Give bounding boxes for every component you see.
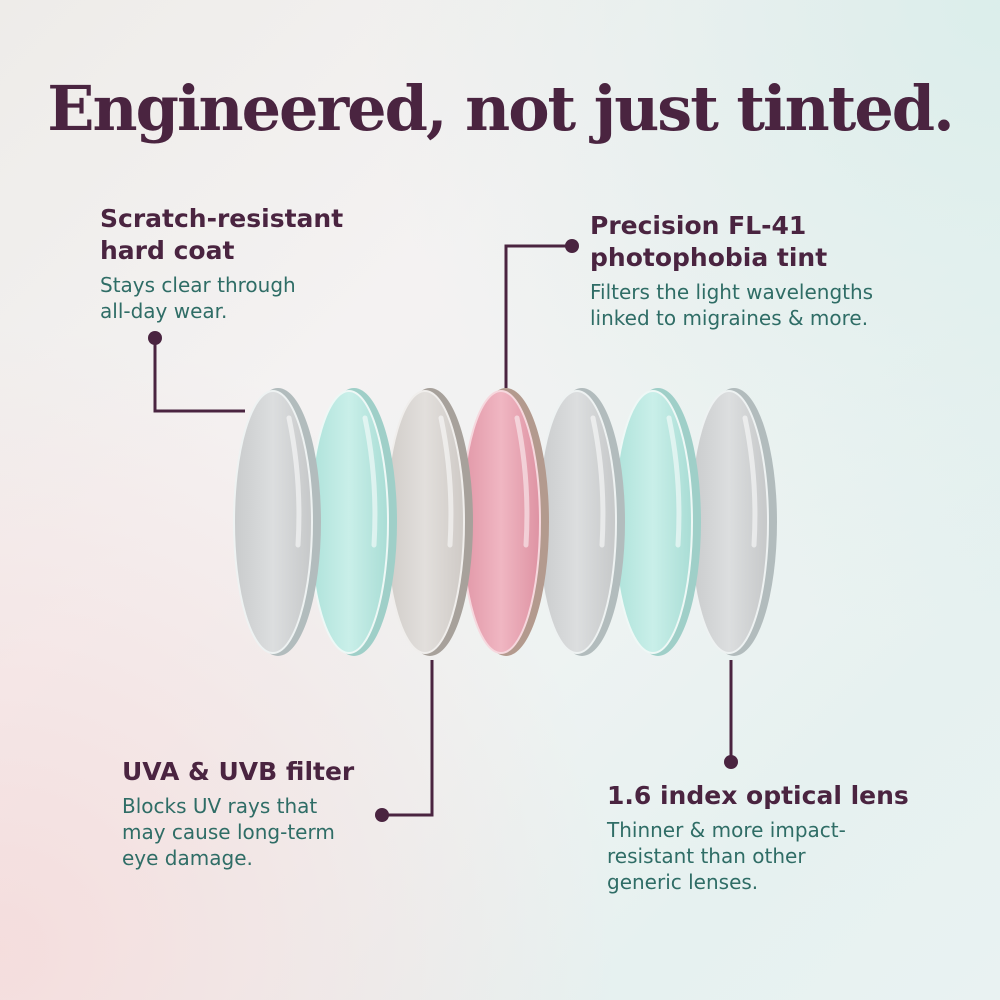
callout-description: Blocks UV rays that may cause long-term … [122, 794, 335, 870]
callout-uv-filter: UVA & UVB filter Blocks UV rays that may… [122, 756, 354, 871]
lens-7 [689, 388, 777, 656]
headline: Engineered, not just tinted. [47, 72, 954, 145]
connector-lines [153, 244, 733, 817]
callout-description: Filters the light wavelengths linked to … [590, 280, 874, 330]
lens-6 [613, 388, 701, 656]
lens-3 [385, 388, 473, 656]
connector-dot-index [724, 755, 738, 769]
callout-title: Precision FL-41 photophobia tint [590, 211, 828, 272]
callout-description: Thinner & more impact- resistant than ot… [607, 818, 846, 894]
callout-title: Scratch-resistant hard coat [100, 204, 344, 265]
callout-photophobia-tint: Precision FL-41 photophobia tint Filters… [590, 210, 873, 331]
connector-dot-uv [375, 808, 389, 822]
lens-1 [233, 388, 321, 656]
lens-4-pink [461, 388, 549, 656]
lens-5 [537, 388, 625, 656]
callout-title: 1.6 index optical lens [607, 781, 909, 810]
callout-index-lens: 1.6 index optical lens Thinner & more im… [607, 780, 909, 895]
lens-2 [309, 388, 397, 656]
callout-title: UVA & UVB filter [122, 757, 355, 786]
connector-dot-scratch [148, 331, 162, 345]
callout-description: Stays clear through all-day wear. [100, 273, 296, 323]
connector-tint [504, 244, 572, 388]
connector-dot-tint [565, 239, 579, 253]
connector-scratch [153, 338, 245, 413]
callout-scratch-resistant: Scratch-resistant hard coat Stays clear … [100, 203, 343, 324]
connector-uv [382, 660, 434, 817]
